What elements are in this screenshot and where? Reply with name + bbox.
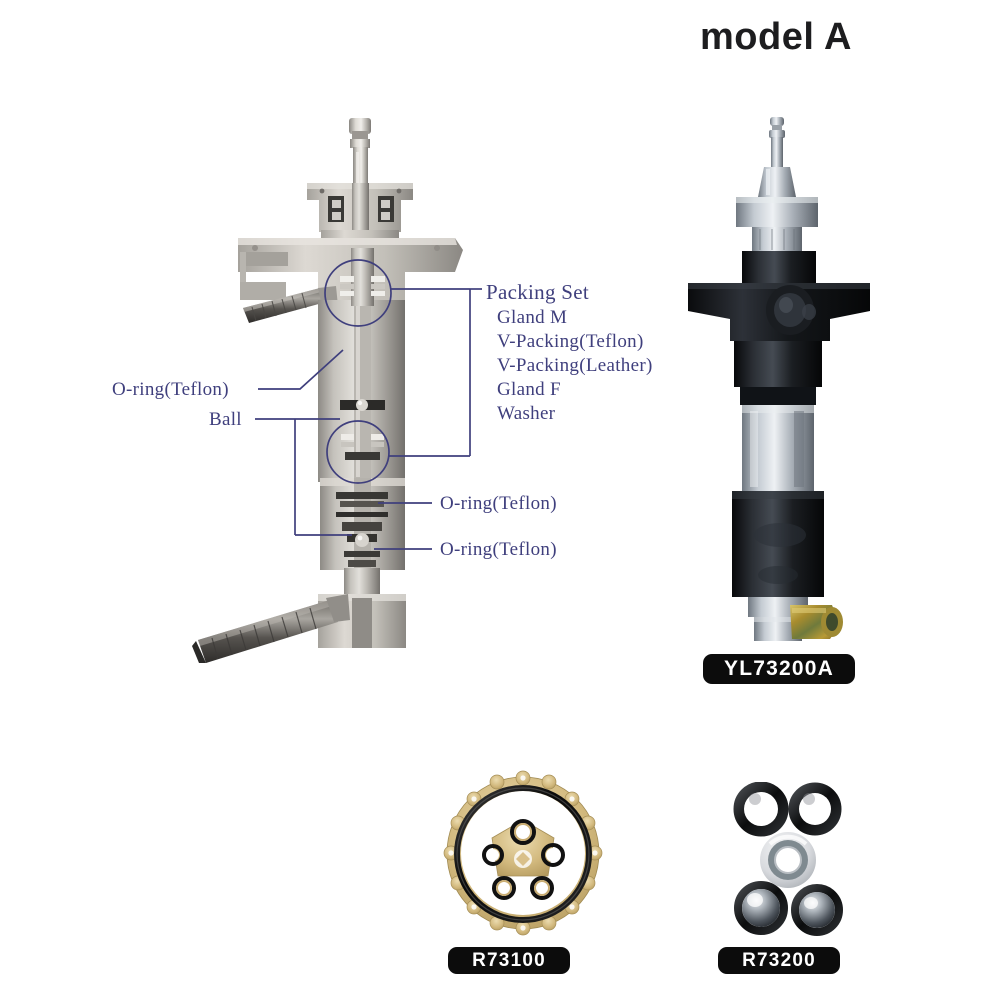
annotation-packing-item-gland-f: Gland F	[497, 379, 561, 400]
annotation-oring-teflon-right-lower: O-ring(Teflon)	[440, 539, 557, 560]
badge-kit-left-part-number: R73100	[448, 947, 570, 974]
badge-assembly-part-number: YL73200A	[703, 654, 855, 684]
callout-circle-packing	[324, 259, 392, 327]
page-title: model A	[700, 16, 852, 58]
annotation-packing-item-vpacking-teflon: V-Packing(Teflon)	[497, 331, 644, 352]
annotation-oring-teflon-left: O-ring(Teflon)	[112, 379, 229, 400]
seal-ball-kit-photo	[733, 782, 843, 936]
annotation-ball: Ball	[209, 409, 242, 430]
annotation-packing-item-vpacking-leather: V-Packing(Leather)	[497, 355, 653, 376]
annotation-packing-item-gland-m: Gland M	[497, 307, 568, 328]
valve-assembly-photo	[688, 117, 870, 641]
annotation-packing-set-heading: Packing Set	[486, 280, 590, 304]
gasket-oring-kit-photo	[443, 770, 603, 936]
callout-circle-lower	[326, 420, 390, 484]
badge-kit-right-part-number: R73200	[718, 947, 840, 974]
annotation-oring-teflon-right-upper: O-ring(Teflon)	[440, 493, 557, 514]
annotation-packing-item-washer: Washer	[497, 403, 556, 424]
